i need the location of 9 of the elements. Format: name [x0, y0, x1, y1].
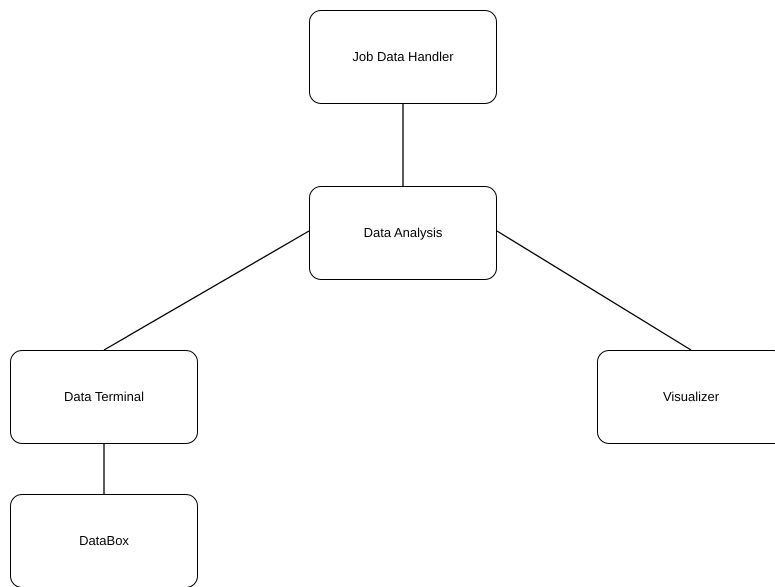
process-box: Data Analysis	[309, 186, 497, 280]
process-box: Job Data Handler	[309, 10, 497, 104]
connector-line	[103, 444, 105, 494]
connector-line	[104, 230, 310, 351]
connector-line	[402, 104, 404, 186]
process-box: DataBox	[10, 494, 198, 587]
connector-line	[496, 230, 692, 351]
process-box: Visualizer	[597, 350, 775, 444]
process-box: Data Terminal	[10, 350, 198, 444]
